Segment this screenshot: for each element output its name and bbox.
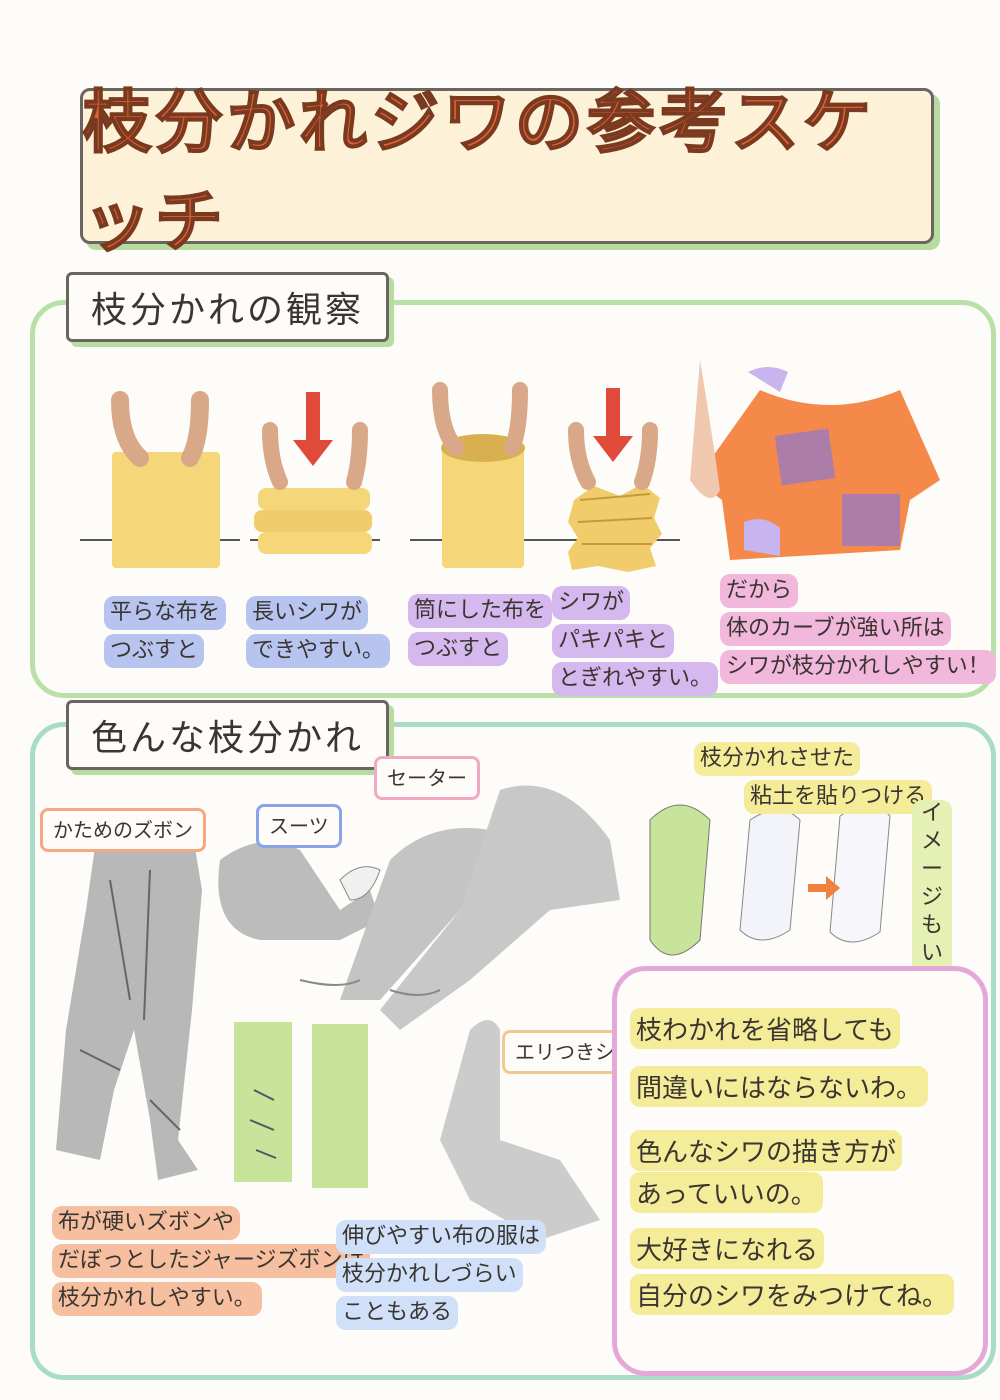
title-banner: 枝分かれジワの参考スケッチ <box>80 83 934 263</box>
orange-shirt-sketch <box>690 360 940 560</box>
observation-illustrations <box>80 360 940 572</box>
sweater-sketch <box>299 785 620 1030</box>
caption-body-curve: だから 体のカーブが強い所は シワが枝分かれしやすい！ <box>720 574 996 688</box>
shirt-arm-sketch <box>440 1020 600 1240</box>
clay-sketch <box>649 804 891 956</box>
advice-line: 自分のシワをみつけてね。 <box>630 1274 955 1315</box>
advice-line: 色んなシワの描き方が <box>630 1130 903 1171</box>
suit-arm-sketch <box>218 842 381 940</box>
caption-broken-wrinkles: シワが パキパキと とぎれやすい。 <box>552 586 719 700</box>
caption-tube-cloth: 筒にした布を つぶすと <box>408 594 553 670</box>
clay-note: 枝分かれさせた 粘土を貼りつける <box>694 742 933 818</box>
arrow-right-icon <box>808 876 840 900</box>
page-title: 枝分かれジワの参考スケッチ <box>82 83 876 263</box>
flat-cloth-squashed-sketch <box>250 422 380 554</box>
section-label-observation: 枝分かれの観察 <box>66 272 390 342</box>
arrow-down-icon <box>293 392 333 466</box>
pants-sketch <box>56 830 202 1180</box>
advice-line: あっていいの。 <box>630 1172 823 1213</box>
observation-frame <box>30 300 996 698</box>
tube-cloth-sketch <box>410 382 560 568</box>
advice-line: 間違いにはならないわ。 <box>630 1066 929 1107</box>
variations-frame <box>30 722 996 1380</box>
tube-fold-sketch <box>234 1022 368 1188</box>
advice-line: 大好きになれる <box>630 1228 825 1269</box>
caption-flat-cloth: 平らな布を つぶすと <box>104 596 227 672</box>
pants-note: 布が硬いズボンや だぼっとしたジャージズボンは 枝分かれしやすい。 <box>52 1206 371 1320</box>
tag-pants: かためのズボン <box>40 808 206 852</box>
tag-sweater: セーター <box>374 756 480 800</box>
advice-line: 枝わかれを省略しても <box>630 1008 900 1049</box>
flat-cloth-sketch <box>80 391 240 568</box>
tag-suit: スーツ <box>256 804 342 848</box>
arrow-down-icon <box>593 388 633 462</box>
caption-long-wrinkles: 長いシワが できやすい。 <box>246 596 391 672</box>
tube-cloth-squashed-sketch <box>560 422 680 572</box>
stretch-note: 伸びやすい布の服は 枝分かれしづらい こともある <box>336 1220 547 1334</box>
section-label-variations: 色んな枝分かれ <box>66 700 390 770</box>
